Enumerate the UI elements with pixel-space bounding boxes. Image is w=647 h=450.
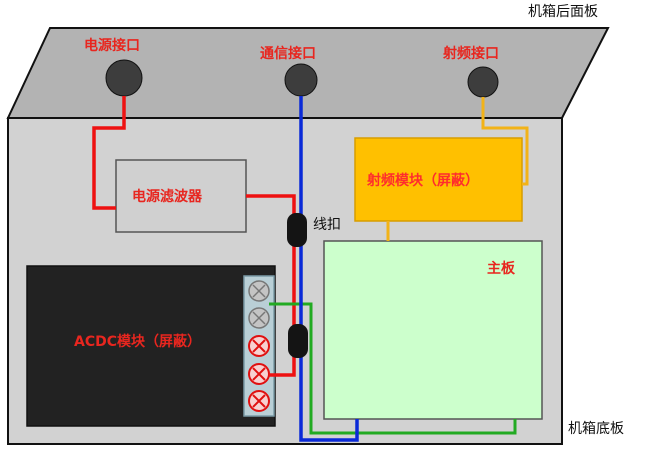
power-port-icon	[105, 59, 143, 97]
power-port-label: 电源接口	[84, 37, 140, 54]
power-filter-label: 电源滤波器	[132, 188, 203, 205]
terminal-gray-1	[248, 280, 270, 302]
power-wire-red-out	[246, 194, 296, 377]
terminal-gray-2	[248, 307, 270, 329]
rf-module-label: 射频模块（屏蔽）	[366, 172, 479, 189]
power-filter-box	[115, 159, 247, 233]
rf-module-box	[354, 137, 523, 222]
main-board-box	[323, 240, 543, 420]
main-board-label: 主板	[487, 260, 516, 277]
terminal-red-3	[248, 390, 270, 412]
bottom-panel-label: 机箱底板	[568, 421, 624, 437]
cable-clip-upper	[287, 213, 307, 247]
comm-port-icon	[284, 63, 318, 97]
rf-wire-orange	[481, 97, 529, 186]
terminal-red-1	[248, 335, 270, 357]
acdc-module-label: ACDC模块（屏蔽）	[74, 333, 201, 350]
top-panel-label: 机箱后面板	[528, 4, 598, 20]
terminal-red-2	[248, 363, 270, 385]
comm-wire-blue	[299, 96, 359, 442]
rf-port-icon	[467, 66, 499, 98]
cable-clip-label: 线扣	[313, 217, 341, 233]
rf-port-label: 射频接口	[442, 45, 499, 62]
comm-port-label: 通信接口	[260, 45, 316, 62]
power-wire-red-in	[92, 96, 126, 210]
acdc-module-box	[26, 265, 276, 427]
cable-clip-lower	[288, 324, 308, 358]
ground-wire-green	[269, 302, 517, 435]
